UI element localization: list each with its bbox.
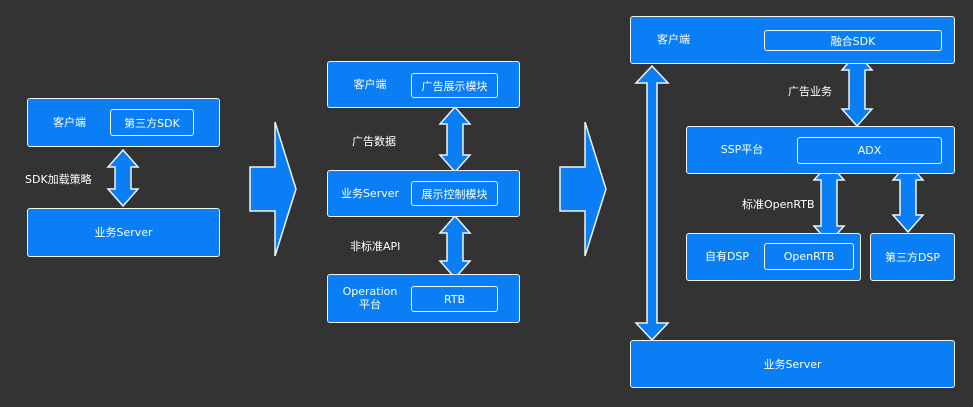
stage3-client-box: 客户端 融合SDK (630, 16, 955, 64)
stage3-double-arrow-ssp-third-dsp (891, 161, 925, 234)
operation-label-line1: Operation (342, 285, 398, 298)
operation-label-line2: 平台 (359, 298, 381, 311)
stage-transition-arrow-1 (249, 121, 297, 257)
stage3-ssp-box: SSP平台 ADX (686, 126, 955, 174)
stage2-client-label: 客户端 (353, 77, 387, 91)
stage2-link1-label: 广告数据 (352, 135, 396, 148)
stage3-adx-module: ADX (797, 137, 942, 164)
stage1-link-label: SDK加载策略 (25, 173, 92, 186)
stage2-rtb-module: RTB (411, 286, 498, 312)
stage3-third-dsp-box: 第三方DSP (870, 233, 955, 281)
stage2-client-box: 客户端 广告展示模块 (327, 61, 520, 108)
stage1-server-label: 业务Server (94, 226, 153, 239)
stage2-operation-box: Operation 平台 RTB (327, 274, 520, 323)
stage3-link2-label: 标准OpenRTB (742, 198, 815, 211)
stage2-operation-label: Operation 平台 (328, 275, 412, 321)
stage1-double-arrow (106, 148, 140, 208)
stage1-client-label: 客户端 (53, 115, 86, 129)
stage3-double-arrow-ssp-own-dsp (812, 161, 846, 245)
stage3-long-double-arrow (634, 64, 670, 342)
stage2-double-arrow-1 (438, 105, 472, 174)
stage2-ad-display-module: 广告展示模块 (411, 73, 498, 98)
stage3-ssp-label: SSP平台 (720, 143, 764, 156)
stage3-third-dsp-label: 第三方DSP (884, 250, 941, 264)
stage3-own-dsp-box: 自有DSP OpenRTB (686, 233, 861, 281)
stage3-client-label: 客户端 (657, 33, 690, 46)
stage3-own-dsp-label: 自有DSP (704, 250, 750, 263)
stage2-link2-label: 非标准API (350, 240, 401, 253)
stage2-server-box: 业务Server 展示控制模块 (327, 170, 520, 217)
stage2-double-arrow-2 (438, 214, 472, 280)
stage1-client-box: 客户端 第三方SDK (27, 98, 220, 147)
stage3-server-label: 业务Server (763, 357, 822, 371)
stage3-link1-label: 广告业务 (788, 85, 832, 98)
stage3-fusion-sdk-module: 融合SDK (764, 30, 942, 51)
stage2-server-label: 业务Server (340, 186, 400, 200)
stage-transition-arrow-2 (559, 121, 607, 257)
stage1-sdk-module: 第三方SDK (110, 109, 194, 136)
stage3-openrtb-module: OpenRTB (764, 243, 854, 270)
stage2-display-control-module: 展示控制模块 (411, 181, 498, 206)
stage3-server-box: 业务Server (630, 340, 955, 388)
stage1-server-box: 业务Server (27, 208, 220, 257)
